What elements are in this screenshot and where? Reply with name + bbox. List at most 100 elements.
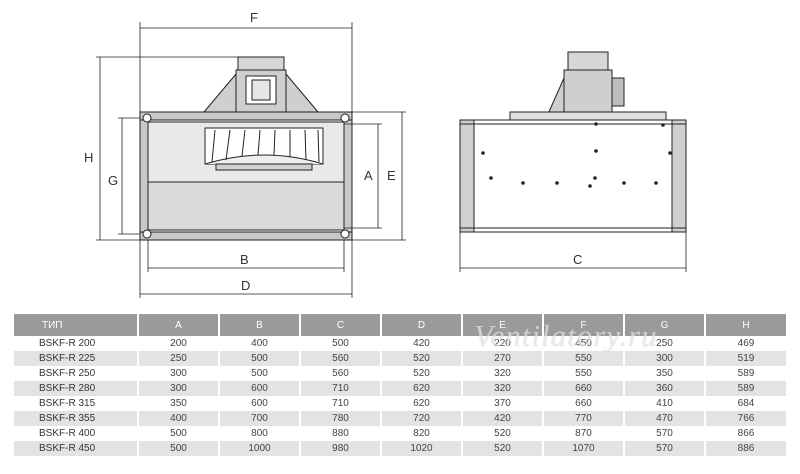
row-value-cell: 500 [138,426,220,441]
row-value-cell: 500 [219,351,301,366]
row-value-cell: 519 [705,351,786,366]
row-value-cell: 880 [300,426,382,441]
row-type-cell: BSKF-R 250 [14,366,139,381]
row-value-cell: 660 [543,381,625,396]
row-value-cell: 589 [705,366,786,381]
header-h: H [705,314,786,336]
motor-front [202,56,320,113]
row-value-cell: 886 [705,441,786,456]
row-type-cell: BSKF-R 400 [14,426,139,441]
row-value-cell: 720 [381,411,463,426]
row-type-cell: BSKF-R 355 [14,411,139,426]
row-value-cell: 560 [300,351,382,366]
row-type-cell: BSKF-R 280 [14,381,139,396]
technical-drawings: F H G A E B D C [84,10,687,298]
row-value-cell: 550 [543,366,625,381]
row-value-cell: 420 [381,336,463,351]
row-value-cell: 370 [462,396,544,411]
row-value-cell: 550 [543,351,625,366]
header-f: F [543,314,625,336]
side-view [459,51,687,272]
housing-side [459,119,687,233]
motor-side [509,51,667,121]
row-value-cell: 1020 [381,441,463,456]
row-value-cell: 360 [624,381,706,396]
row-value-cell: 684 [705,396,786,411]
row-value-cell: 700 [219,411,301,426]
header-b: B [219,314,301,336]
front-dimensions [96,22,406,298]
row-value-cell: 300 [138,381,220,396]
row-value-cell: 620 [381,396,463,411]
side-dimensions [459,232,687,272]
row-value-cell: 570 [624,441,706,456]
row-value-cell: 1000 [219,441,301,456]
row-value-cell: 710 [300,381,382,396]
row-value-cell: 400 [138,411,220,426]
row-value-cell: 520 [381,351,463,366]
row-type-cell: BSKF-R 450 [14,441,139,456]
row-value-cell: 820 [381,426,463,441]
table-header-row: ТИП A B C D E F G H [14,314,786,336]
row-value-cell: 250 [138,351,220,366]
row-value-cell: 500 [219,366,301,381]
header-g: G [624,314,706,336]
dim-label-b: B [240,252,249,267]
row-value-cell: 600 [219,381,301,396]
row-value-cell: 520 [381,366,463,381]
row-value-cell: 420 [462,411,544,426]
row-value-cell: 250 [624,336,706,351]
row-value-cell: 410 [624,396,706,411]
row-value-cell: 660 [543,396,625,411]
row-value-cell: 400 [219,336,301,351]
row-value-cell: 300 [624,351,706,366]
row-value-cell: 320 [462,366,544,381]
row-value-cell: 780 [300,411,382,426]
housing-front [139,111,353,241]
row-value-cell: 350 [138,396,220,411]
row-value-cell: 300 [138,366,220,381]
row-value-cell: 320 [462,381,544,396]
row-value-cell: 1070 [543,441,625,456]
row-type-cell: BSKF-R 200 [14,336,139,351]
row-type-cell: BSKF-R 315 [14,396,139,411]
row-value-cell: 200 [138,336,220,351]
row-value-cell: 766 [705,411,786,426]
row-value-cell: 770 [543,411,625,426]
impeller [204,127,324,171]
row-value-cell: 220 [462,336,544,351]
row-value-cell: 800 [219,426,301,441]
row-value-cell: 980 [300,441,382,456]
row-value-cell: 870 [543,426,625,441]
row-value-cell: 469 [705,336,786,351]
row-value-cell: 500 [300,336,382,351]
row-value-cell: 500 [138,441,220,456]
row-value-cell: 600 [219,396,301,411]
header-c: C [300,314,382,336]
header-d: D [381,314,463,336]
header-a: A [138,314,220,336]
dim-label-d: D [241,278,250,293]
row-value-cell: 866 [705,426,786,441]
dim-label-f: F [250,10,258,25]
dim-label-a: A [364,168,373,183]
row-value-cell: 570 [624,426,706,441]
row-value-cell: 350 [624,366,706,381]
row-value-cell: 560 [300,366,382,381]
dim-label-c: C [573,252,582,267]
dim-label-h: H [84,150,93,165]
row-value-cell: 589 [705,381,786,396]
dim-label-e: E [387,168,396,183]
row-value-cell: 710 [300,396,382,411]
row-value-cell: 470 [624,411,706,426]
front-view [96,22,406,298]
